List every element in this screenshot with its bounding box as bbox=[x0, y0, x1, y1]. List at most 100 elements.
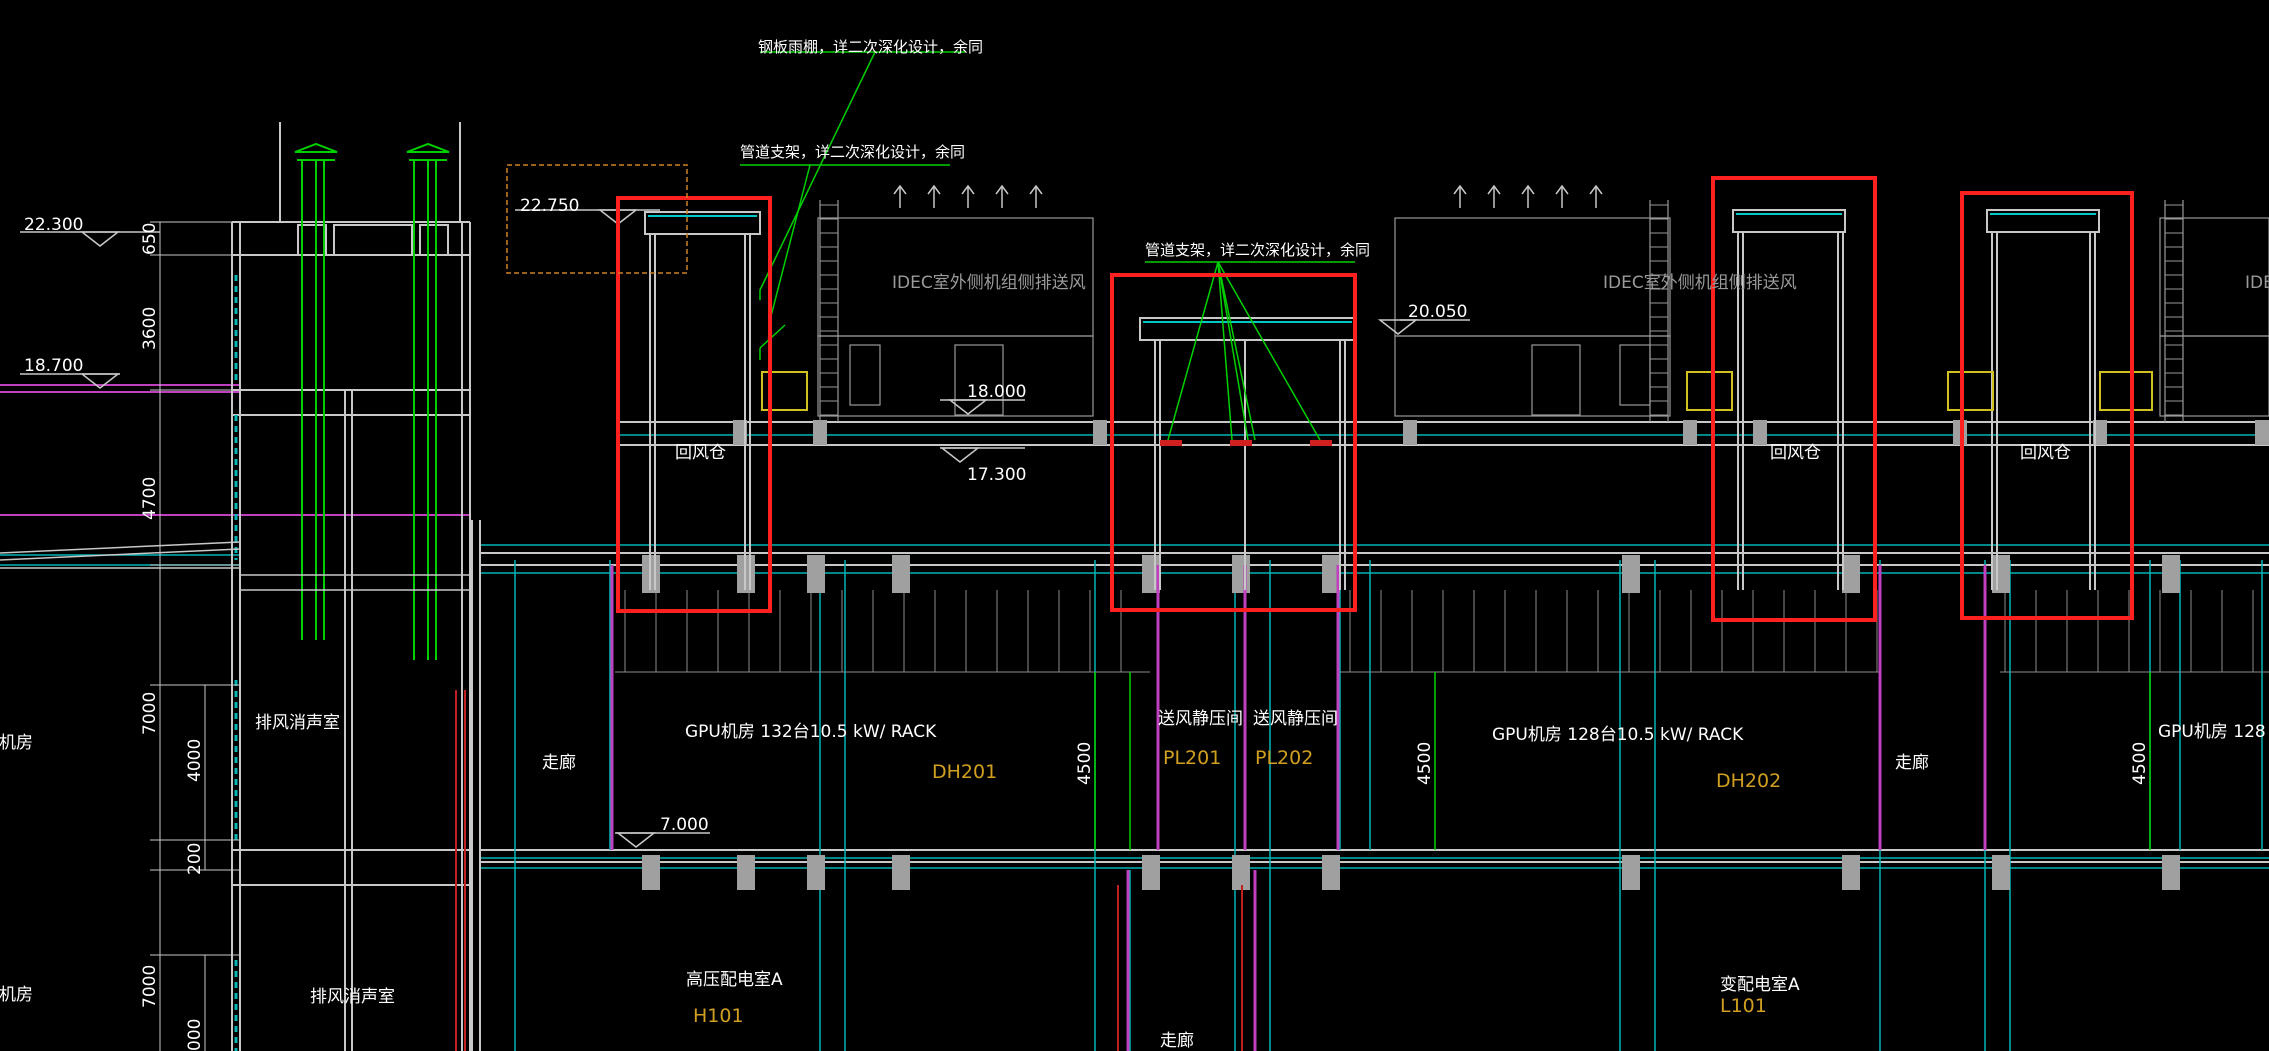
column-upper bbox=[1322, 555, 1340, 593]
room-return-air-2: 回风仓 bbox=[1770, 443, 1821, 463]
note-pipe-support-2: 管道支架，详二次深化设计，余同 bbox=[1145, 241, 1370, 259]
selection-box bbox=[506, 164, 688, 274]
dimension-chain bbox=[150, 221, 240, 1051]
dim-000: 000 bbox=[185, 1019, 205, 1051]
left-pipes bbox=[0, 541, 470, 591]
column-lower bbox=[1622, 855, 1640, 890]
column-lower bbox=[807, 855, 825, 890]
room-corridor-3: 走廊 bbox=[1160, 1031, 1194, 1051]
room-gpu-2: GPU机房 128台10.5 kW/ RACK bbox=[1492, 725, 1744, 745]
elev-18000: 18.000 bbox=[967, 382, 1026, 402]
room-exhaust-muffler-1: 排风消声室 bbox=[255, 713, 340, 733]
room-corridor-2: 走廊 bbox=[1895, 753, 1929, 773]
column-lower bbox=[2162, 855, 2180, 890]
arrow-head bbox=[927, 184, 941, 195]
column-roof bbox=[1753, 420, 1767, 445]
idec-label-2: IDEC室外侧机组侧排送风 bbox=[1603, 273, 1797, 293]
arrow-head bbox=[1555, 184, 1569, 195]
exhaust-arrows bbox=[893, 184, 1603, 208]
column-roof bbox=[1683, 420, 1697, 445]
exhaust-pipes bbox=[294, 142, 450, 660]
elev-17300: 17.300 bbox=[967, 465, 1026, 485]
column-roof bbox=[2255, 420, 2269, 445]
column-upper bbox=[1992, 555, 2010, 593]
dim-200: 200 bbox=[185, 843, 205, 875]
column-lower bbox=[1322, 855, 1340, 890]
idec-units bbox=[817, 200, 2269, 422]
column-lower bbox=[1142, 855, 1160, 890]
red-lines bbox=[455, 690, 1256, 1051]
code-h101: H101 bbox=[693, 1005, 744, 1027]
room-codes: DH201 DH202 PL201 PL202 H101 L101 bbox=[693, 747, 1781, 1027]
idec-label-3: IDE bbox=[2245, 273, 2269, 293]
room-return-air-1: 回风仓 bbox=[675, 443, 726, 463]
room-gpu-1: GPU机房 132台10.5 kW/ RACK bbox=[685, 722, 937, 742]
elevation-marks bbox=[20, 209, 1470, 848]
labels: 22.300 18.700 22.750 20.050 18.000 17.30… bbox=[0, 38, 2269, 1051]
column-roof bbox=[733, 420, 747, 445]
dim-4500a: 4500 bbox=[1075, 742, 1095, 785]
arrow-head bbox=[1453, 184, 1467, 195]
column-roof bbox=[1093, 420, 1107, 445]
column-lower bbox=[642, 855, 660, 890]
plenum-cyan bbox=[648, 213, 2096, 323]
dim-4500c: 4500 bbox=[2130, 742, 2150, 785]
arrow-head bbox=[1521, 184, 1535, 195]
code-l101: L101 bbox=[1720, 995, 1767, 1017]
ladder-rungs bbox=[820, 204, 2183, 416]
cyan-lines bbox=[0, 434, 2269, 1051]
green-dims bbox=[1094, 672, 2151, 850]
column-upper bbox=[1622, 555, 1640, 593]
dim-3600: 3600 bbox=[140, 307, 160, 350]
room-machine-1: 变机房 bbox=[0, 733, 33, 753]
column-lower bbox=[737, 855, 755, 890]
dim-650: 650 bbox=[140, 223, 160, 255]
column-lower bbox=[1232, 855, 1250, 890]
note-canopy: 钢板雨棚，详二次深化设计，余同 bbox=[758, 38, 983, 56]
dim-4700: 4700 bbox=[140, 477, 160, 520]
highlight-boxes bbox=[616, 176, 2134, 622]
dim-7000a: 7000 bbox=[140, 692, 160, 735]
room-hv: 高压配电室A bbox=[686, 970, 783, 990]
dim-4500b: 4500 bbox=[1415, 742, 1435, 785]
elev-22300: 22.300 bbox=[24, 215, 83, 235]
code-pl201: PL201 bbox=[1163, 747, 1221, 769]
pipe-supports bbox=[1160, 440, 1332, 446]
code-pl202: PL202 bbox=[1255, 747, 1313, 769]
column-roof bbox=[2093, 420, 2107, 445]
elev-22750: 22.750 bbox=[520, 196, 579, 216]
column-roof bbox=[813, 420, 827, 445]
column-upper bbox=[807, 555, 825, 593]
dim-7000b: 7000 bbox=[140, 965, 160, 1008]
room-supply-plenum-2: 送风静压间 bbox=[1253, 709, 1338, 729]
dim-4000: 4000 bbox=[185, 739, 205, 782]
column-upper bbox=[2162, 555, 2180, 593]
arrow-head bbox=[1589, 184, 1603, 195]
idec-label-1: IDEC室外侧机组侧排送风 bbox=[892, 273, 1086, 293]
elev-20050: 20.050 bbox=[1408, 302, 1467, 322]
code-dh201: DH201 bbox=[932, 761, 997, 783]
yellow-vents bbox=[761, 371, 2153, 411]
column-lower bbox=[1842, 855, 1860, 890]
room-return-air-3: 回风仓 bbox=[2020, 443, 2071, 463]
room-exhaust-muffler-2: 排风消声室 bbox=[310, 987, 395, 1007]
code-dh202: DH202 bbox=[1716, 770, 1781, 792]
columns bbox=[642, 420, 2269, 890]
elev-18700: 18.700 bbox=[24, 356, 83, 376]
note-pipe-support-1: 管道支架，详二次深化设计，余同 bbox=[740, 143, 965, 161]
pipe-support-leaders bbox=[740, 51, 1355, 441]
arrow-head bbox=[961, 184, 975, 195]
column-upper bbox=[892, 555, 910, 593]
column-lower bbox=[892, 855, 910, 890]
column-lower bbox=[1992, 855, 2010, 890]
arrow-head bbox=[1029, 184, 1043, 195]
room-gpu-3: GPU机房 128 bbox=[2158, 722, 2266, 742]
column-upper bbox=[1842, 555, 1860, 593]
column-upper bbox=[1232, 555, 1250, 593]
magenta-lines bbox=[610, 565, 1987, 1051]
room-corridor-1: 走廊 bbox=[542, 753, 576, 773]
left-shaft bbox=[231, 122, 481, 1051]
ceiling-ticks bbox=[624, 590, 2254, 672]
arrow-head bbox=[893, 184, 907, 195]
